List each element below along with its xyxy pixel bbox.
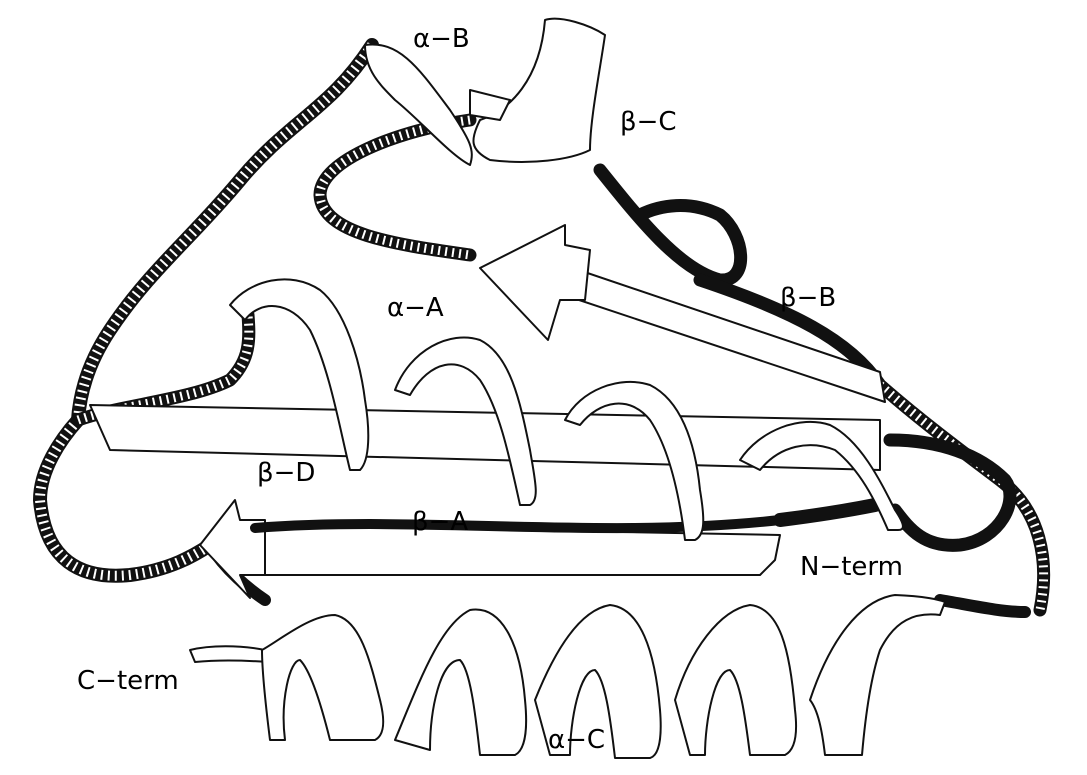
alpha-b-helix — [365, 19, 605, 165]
label-alpha-a: α−A — [387, 293, 444, 323]
label-beta-a: β−A — [412, 507, 468, 537]
label-c-term: C−term — [77, 666, 179, 696]
label-alpha-c: α−C — [548, 725, 605, 755]
label-beta-b: β−B — [780, 283, 836, 313]
label-n-term: N−term — [800, 552, 903, 582]
beta-b-strand — [480, 225, 885, 402]
label-beta-c: β−C — [620, 107, 677, 137]
label-alpha-b: α−B — [413, 24, 470, 54]
label-beta-d: β−D — [257, 458, 315, 488]
